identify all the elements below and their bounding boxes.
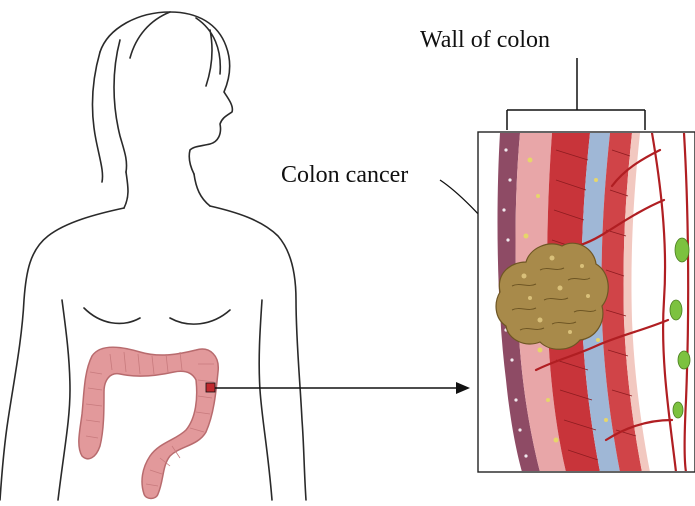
pointer-arrowhead [456, 382, 470, 394]
colon [79, 347, 218, 498]
colon-cancer-label: Colon cancer [281, 163, 408, 187]
wall-bracket [507, 58, 645, 130]
wall-of-colon-label: Wall of colon [420, 28, 550, 52]
bust-outline [84, 308, 230, 324]
hair-outline [93, 12, 221, 182]
colon-wall-cross-section [478, 132, 695, 472]
colon-shape [79, 347, 218, 498]
neck-outline [124, 172, 210, 208]
location-marker [206, 383, 215, 392]
human-figure [0, 12, 306, 500]
